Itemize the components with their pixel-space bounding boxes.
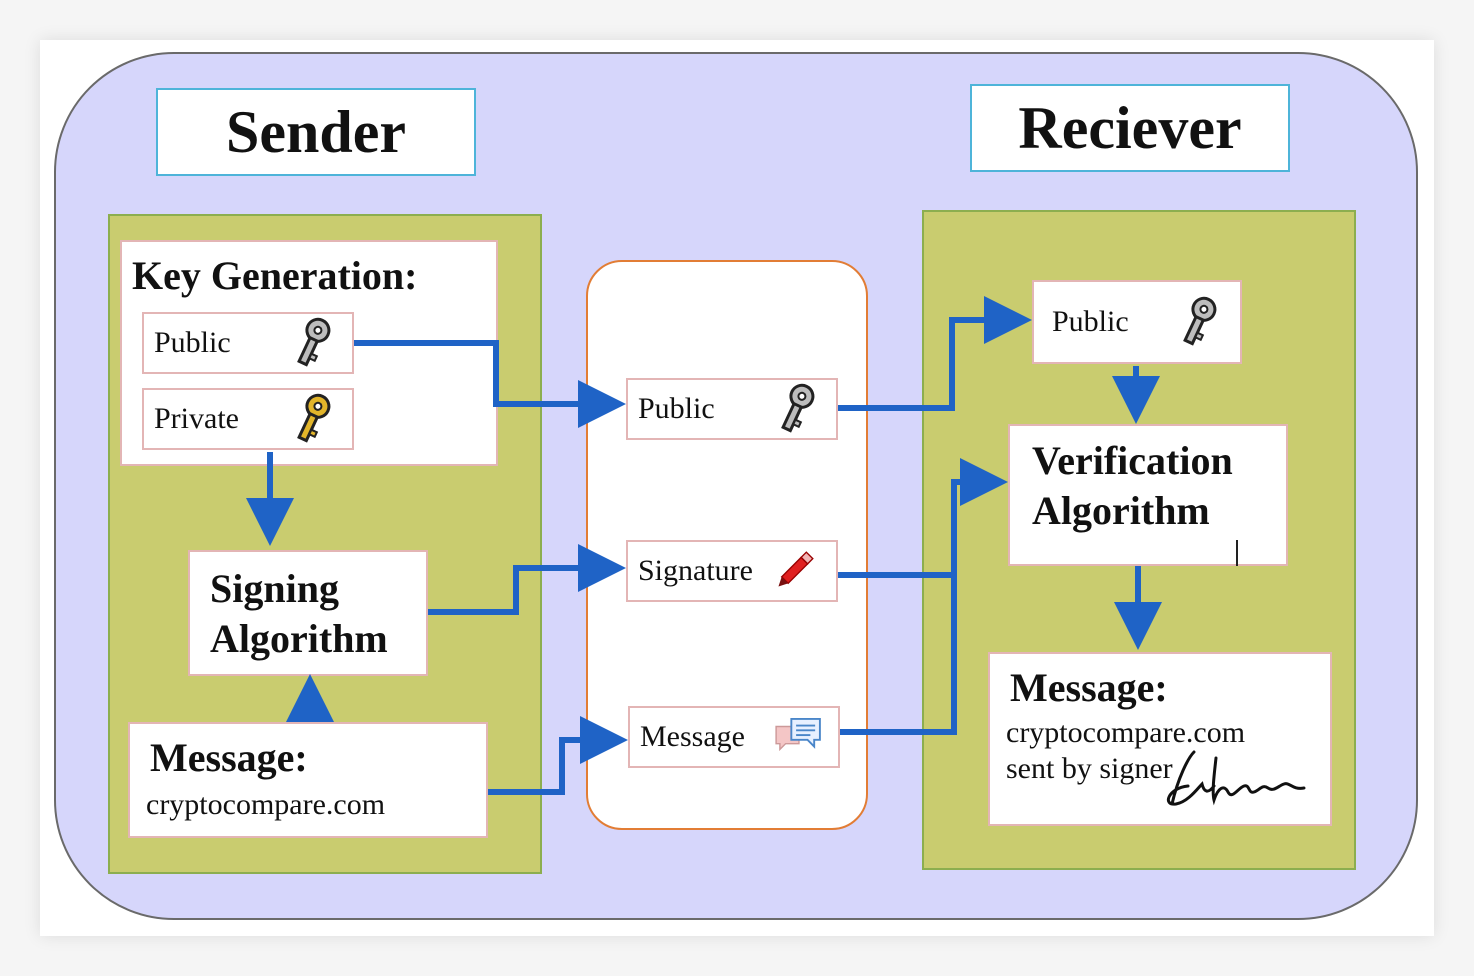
channel-message: Message bbox=[628, 706, 840, 768]
verification-line1: Verification bbox=[1032, 438, 1233, 483]
text-cursor bbox=[1236, 540, 1238, 566]
sender-private-key: Private bbox=[142, 388, 354, 450]
sender-private-label: Private bbox=[154, 402, 239, 435]
signing-line1: Signing bbox=[210, 566, 339, 611]
channel-signature-label: Signature bbox=[638, 554, 753, 587]
receiver-message-line1: cryptocompare.com bbox=[1006, 716, 1246, 749]
key-generation-heading: Key Generation: bbox=[132, 253, 418, 298]
sender-message-heading: Message: bbox=[150, 735, 308, 780]
sender-title: Sender bbox=[156, 88, 476, 176]
arrow-channel-message-to-verification bbox=[840, 458, 1008, 735]
handwritten-signature bbox=[1166, 750, 1306, 806]
signing-line2: Algorithm bbox=[210, 616, 388, 661]
receiver-title: Reciever bbox=[970, 84, 1290, 172]
receiver-message-heading: Message: bbox=[1010, 665, 1168, 710]
receiver-public-label: Public bbox=[1052, 305, 1129, 338]
pencil-icon bbox=[778, 551, 814, 587]
key-icon bbox=[1183, 296, 1217, 346]
key-icon-gold bbox=[297, 393, 331, 443]
sender-public-label: Public bbox=[154, 326, 231, 359]
receiver-message-box: Message: cryptocompare.com sent by signe… bbox=[988, 652, 1332, 826]
key-icon bbox=[781, 383, 815, 433]
sender-message-text: cryptocompare.com bbox=[146, 788, 386, 821]
sender-public-key: Public bbox=[142, 312, 354, 374]
arrow-channel-public-to-receiver bbox=[838, 296, 1032, 411]
channel-public-label: Public bbox=[638, 392, 715, 425]
verification-line2: Algorithm bbox=[1032, 488, 1210, 533]
arrow-signing-to-channel bbox=[428, 544, 626, 615]
receiver-message-line2: sent by signer bbox=[1006, 752, 1173, 785]
channel-public-key: Public bbox=[626, 378, 838, 440]
speech-bubbles-icon bbox=[775, 717, 821, 752]
channel-signature: Signature bbox=[626, 540, 838, 602]
key-icon bbox=[297, 317, 331, 367]
channel-message-label: Message bbox=[640, 720, 745, 753]
receiver-public-key: Public bbox=[1032, 280, 1242, 364]
verification-algorithm-box: Verification Algorithm bbox=[1008, 424, 1288, 566]
sender-message-box: Message: cryptocompare.com bbox=[128, 722, 488, 838]
arrow-sender-message-to-channel bbox=[488, 716, 628, 795]
arrow-sender-public-to-channel bbox=[354, 340, 626, 428]
